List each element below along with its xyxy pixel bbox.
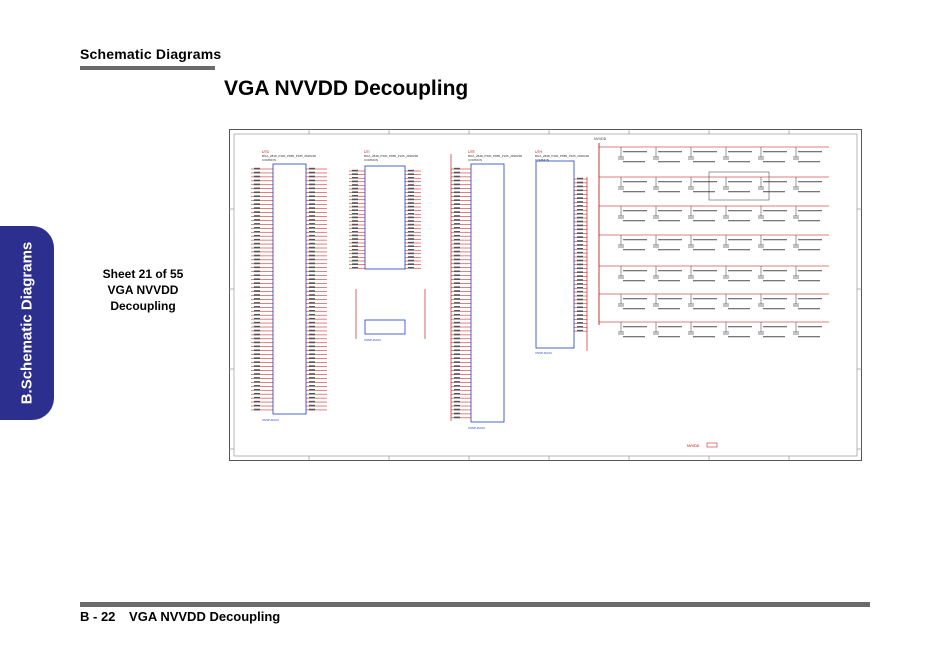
chip-part: BGA_2848_P300_P885_P105_2820290 [535,154,589,158]
chip-bottom-ref: VSSP-DAX2 [364,338,381,342]
chip-note: COMMON [262,158,276,162]
sheet-title-line1: VGA NVVDD [107,283,179,297]
rail-label: NVVDD [594,137,607,141]
header-rule [80,66,215,70]
footer: B - 22 VGA NVVDD Decoupling [80,609,280,624]
section-header: Schematic Diagrams [80,46,222,62]
sheet-title-line2: Decoupling [110,299,176,313]
footer-page-number: B - 22 [80,609,116,624]
chip-part: BGA_2848_P300_P885_P105_2820290 [262,154,316,158]
footer-rule [80,602,870,607]
chip-note: COMMON [364,158,378,162]
chip-u7d: U7D BGA_2848_P300_P885_P105_2820290 COMM… [251,150,327,422]
side-tab[interactable]: B.Schematic Diagrams [0,226,54,420]
net-label: NVVDD [687,444,700,448]
chip-u7i: U7I BGA_2848_P300_P885_P105_2820290 COMM… [349,150,426,342]
chip-ref: U7E [468,150,475,154]
chip-u7h: U7H BGA_2848_P300_P885_P105_2820290 COMM… [535,150,589,355]
page-title: VGA NVVDD Decoupling [224,77,469,100]
chip-ref: U7I [364,150,369,154]
chip-note: COMMON [535,158,549,162]
chip-bottom-ref: VSSP-DAX2 [262,418,279,422]
chip-ref: U7H [535,150,542,154]
side-tab-label: B.Schematic Diagrams [18,241,36,405]
sheet-info: Sheet 21 of 55 VGA NVVDD Decoupling [90,266,196,314]
footer-title: VGA NVVDD Decoupling [129,609,281,624]
chip-u7e: U7E BGA_2848_P300_P885_P105_2820290 COMM… [450,150,522,430]
schematic-diagram: U7D BGA_2848_P300_P885_P105_2820290 COMM… [229,129,862,461]
chip-ref: U7D [262,150,269,154]
chip-bottom-ref: VSSP-DAX2 [535,351,552,355]
sheet-number: Sheet 21 of 55 [102,267,184,281]
chip-part: BGA_2848_P300_P885_P105_2820290 [364,154,418,158]
decoupling-capacitors [599,146,829,338]
chip-bottom-ref: VSSP-DAX2 [468,426,485,430]
chip-part: BGA_2848_P300_P885_P105_2820290 [468,154,522,158]
chip-note: COMMON [468,158,482,162]
